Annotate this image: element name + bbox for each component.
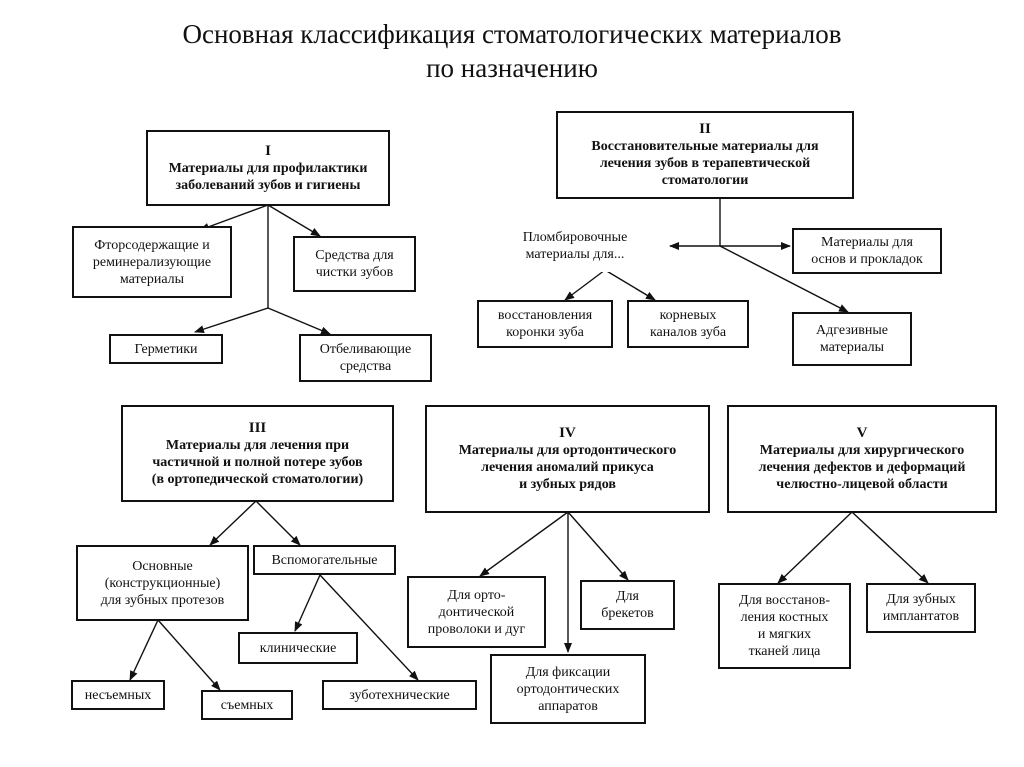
node-root-line: каналов зуба [649, 325, 727, 340]
node-whitening-line: средства [339, 359, 392, 374]
node-fluoride: Фторсодержащие и реминерализующие матери… [72, 226, 232, 298]
node-adhesive-line: Адгезивные [816, 323, 888, 338]
node-technical: зуботехнические [322, 680, 477, 710]
node-clinical: клинические [238, 632, 358, 664]
node-adhesive-line: материалы [819, 340, 885, 355]
group-2-box: II Восстановительные материалы для лечен… [556, 111, 854, 199]
group-1-number: I [265, 142, 271, 159]
group-4-line: Материалы для ортодонтического [458, 443, 677, 458]
node-wire: Для орто- донтической проволоки и дуг [407, 576, 546, 648]
group-1-box: I Материалы для профилактики заболеваний… [146, 130, 390, 206]
node-root-line: корневых [659, 308, 717, 323]
node-fixation-line: Для фиксации [525, 664, 611, 680]
node-fixation-line: аппаратов [538, 698, 598, 714]
node-cleaning: Средства для чистки зубов [293, 236, 416, 292]
node-technical-line: зуботехнические [349, 687, 450, 703]
node-sealants: Герметики [109, 334, 223, 364]
group-2-line: стоматологии [661, 173, 749, 188]
node-fluoride-line: материалы [119, 271, 185, 287]
node-filling-line: материалы для... [525, 247, 625, 262]
node-fixed-line: несъемных [84, 687, 152, 703]
node-filling-line: Пломбировочные [522, 230, 628, 245]
group-2-line: Восстановительные материалы для [591, 139, 819, 154]
node-implants-line: Для зубных [886, 592, 956, 607]
node-crown: восстановления коронки зуба [477, 300, 613, 348]
node-basic-line: для зубных протезов [100, 592, 225, 608]
node-bases: Материалы для основ и прокладок [792, 228, 942, 274]
group-5-line: челюстно-лицевой области [776, 477, 948, 492]
node-restoration-line: ления костных [740, 610, 829, 625]
group-4-box: IV Материалы для ортодонтического лечени… [425, 405, 710, 513]
group-1-line: заболеваний зубов и гигиены [175, 177, 361, 193]
group-4-number: IV [559, 425, 576, 441]
group-3-box: III Материалы для лечения при частичной … [121, 405, 394, 502]
node-brackets-line: брекетов [601, 606, 654, 621]
node-basic-line: Основные [132, 558, 193, 574]
group-3-line: частичной и полной потере зубов [152, 454, 363, 470]
node-implants-line: имплантатов [882, 609, 960, 624]
node-removable-line: съемных [220, 697, 274, 713]
node-clinical-line: клинические [259, 640, 337, 656]
node-sealants-line: Герметики [134, 341, 198, 357]
node-implants: Для зубных имплантатов [866, 583, 976, 633]
group-5-number: V [856, 425, 868, 441]
group-3-number: III [248, 419, 267, 436]
node-crown-line: коронки зуба [506, 325, 584, 340]
node-fluoride-line: Фторсодержащие и [94, 237, 210, 253]
node-removable: съемных [201, 690, 293, 720]
node-fluoride-line: реминерализующие [92, 254, 212, 270]
group-2-number: II [699, 121, 711, 137]
diagram-title-line2: по назначению [426, 53, 598, 83]
node-whitening: Отбеливающие средства [299, 334, 432, 382]
node-root: корневых каналов зуба [627, 300, 749, 348]
node-whitening-line: Отбеливающие [319, 342, 412, 357]
diagram-title-line1: Основная классификация стоматологических… [182, 19, 842, 49]
group-3-line: Материалы для лечения при [165, 437, 350, 453]
group-5-line: лечения дефектов и деформаций [758, 460, 966, 475]
node-filling: Пломбировочные материалы для... [481, 220, 669, 272]
node-wire-line: Для орто- [447, 587, 506, 603]
node-brackets: Для брекетов [580, 580, 675, 630]
group-1-line: Материалы для профилактики [168, 160, 368, 176]
group-2-line: лечения зубов в терапевтической [599, 156, 811, 171]
node-bases-line: Материалы для [821, 235, 913, 250]
group-3-line: (в ортопедической стоматологии) [151, 471, 364, 487]
node-cleaning-line: чистки зубов [315, 265, 394, 280]
node-restoration-line: тканей лица [748, 644, 821, 659]
node-fixation: Для фиксации ортодонтических аппаратов [490, 654, 646, 724]
group-4-line: лечения аномалий прикуса [481, 460, 654, 475]
node-basic-line: (конструкционные) [104, 575, 221, 591]
group-5-line: Материалы для хирургического [759, 443, 965, 458]
node-basic: Основные (конструкционные) для зубных пр… [76, 545, 249, 621]
node-brackets-line: Для [616, 589, 639, 604]
node-fixed: несъемных [71, 680, 165, 710]
node-bases-line: основ и прокладок [811, 252, 923, 267]
node-fixation-line: ортодонтических [516, 681, 620, 697]
node-restoration-line: Для восстанов- [738, 593, 831, 608]
node-restoration: Для восстанов- ления костных и мягких тк… [718, 583, 851, 669]
node-auxiliary: Вспомогательные [253, 545, 396, 575]
node-adhesive: Адгезивные материалы [792, 312, 912, 366]
node-auxiliary-line: Вспомогательные [271, 552, 378, 568]
node-crown-line: восстановления [497, 308, 593, 323]
node-cleaning-line: Средства для [315, 248, 394, 263]
group-4-line: и зубных рядов [519, 477, 616, 492]
group-5-box: V Материалы для хирургического лечения д… [727, 405, 997, 513]
node-restoration-line: и мягких [757, 627, 812, 642]
node-wire-line: проволоки и дуг [427, 621, 526, 637]
node-wire-line: донтической [438, 604, 515, 620]
